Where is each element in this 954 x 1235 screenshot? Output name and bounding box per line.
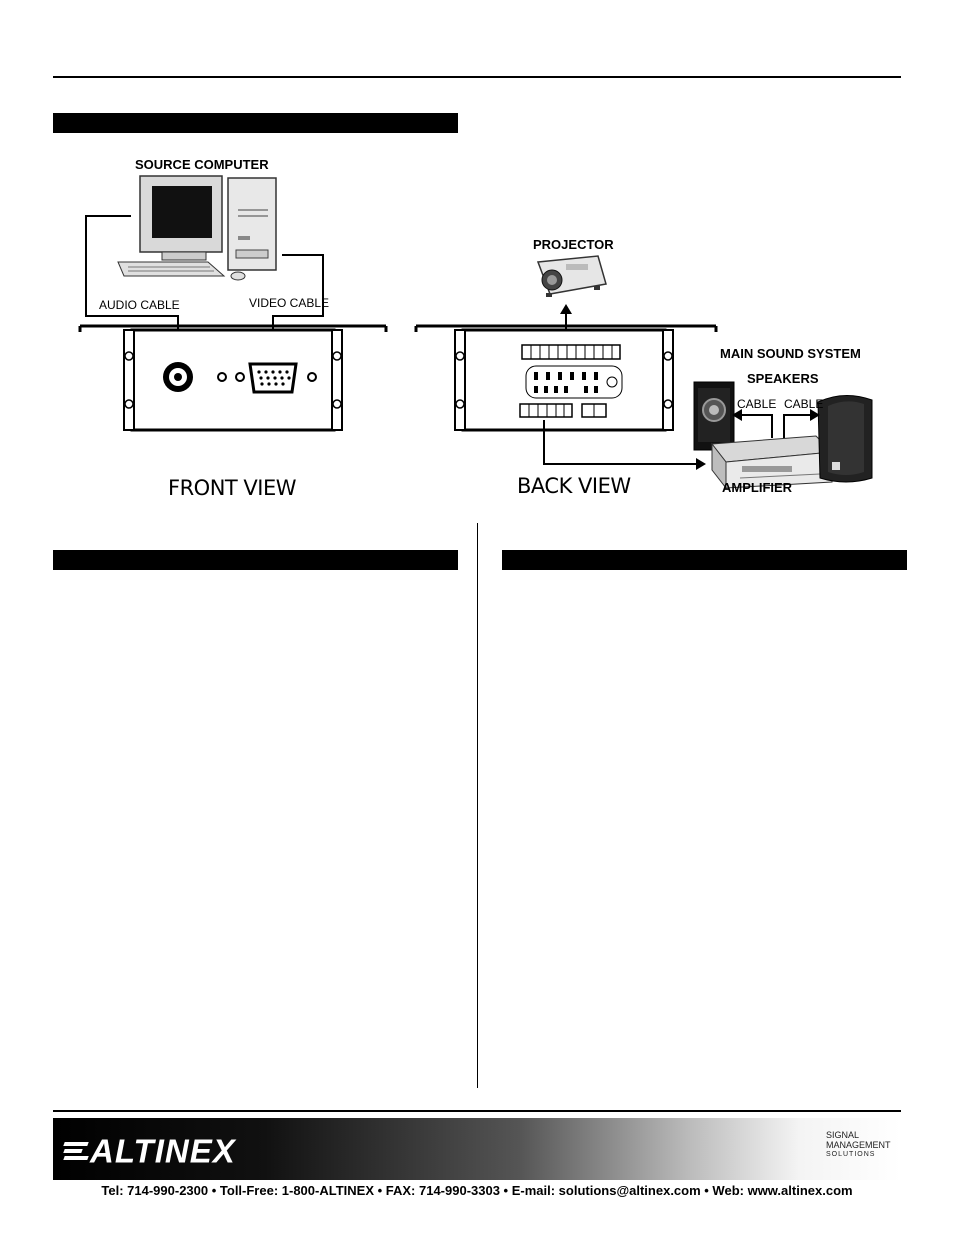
source-computer-label: SOURCE COMPUTER [135,157,269,172]
contact-line: Tel: 714-990-2300 • Toll-Free: 1-800-ALT… [101,1183,853,1198]
logo-text: ALTINEX [90,1132,236,1170]
footer-rule [53,1110,901,1112]
diagram-section-bar [53,113,458,133]
cable-right-label: CABLE [784,397,824,411]
cable-left-label: CABLE [737,397,777,411]
speakers-label: SPEAKERS [747,371,819,386]
back-plate [414,324,718,432]
connection-diagram [78,175,873,490]
back-view-label: BACK VIEW [517,474,631,498]
tagline-line-3: SOLUTIONS [826,1151,876,1158]
video-cable-label: VIDEO CABLE [249,296,330,310]
video-cable-line [272,254,324,352]
tagline-line-1: SIGNAL [826,1130,860,1140]
projector-label: PROJECTOR [533,237,614,252]
altinex-logo: ALTINEX [63,1130,236,1170]
amplifier-label: AMPLIFIER [722,480,793,495]
main-sound-system-label: MAIN SOUND SYSTEM [720,346,861,361]
front-plate [78,324,388,432]
source-computer-illustration [117,175,277,281]
footer-banner [53,1118,901,1180]
right-column-section-bar [502,550,907,570]
sound-system-illustration [693,381,873,490]
column-divider [477,523,478,1088]
front-view-label: FRONT VIEW [168,476,297,500]
tagline-line-2: MANAGEMENT [826,1140,891,1150]
left-column-section-bar [53,550,458,570]
amplifier-cable-line [543,420,698,465]
projector-illustration [536,255,607,297]
header-rule [53,76,901,78]
speaker-cable-right [783,414,812,438]
audio-cable-label: AUDIO CABLE [99,298,180,312]
speaker-cable-left [740,414,773,438]
logo-mark-icon [63,1139,89,1163]
signal-management-tagline: SIGNAL MANAGEMENT SOLUTIONS [826,1130,891,1160]
